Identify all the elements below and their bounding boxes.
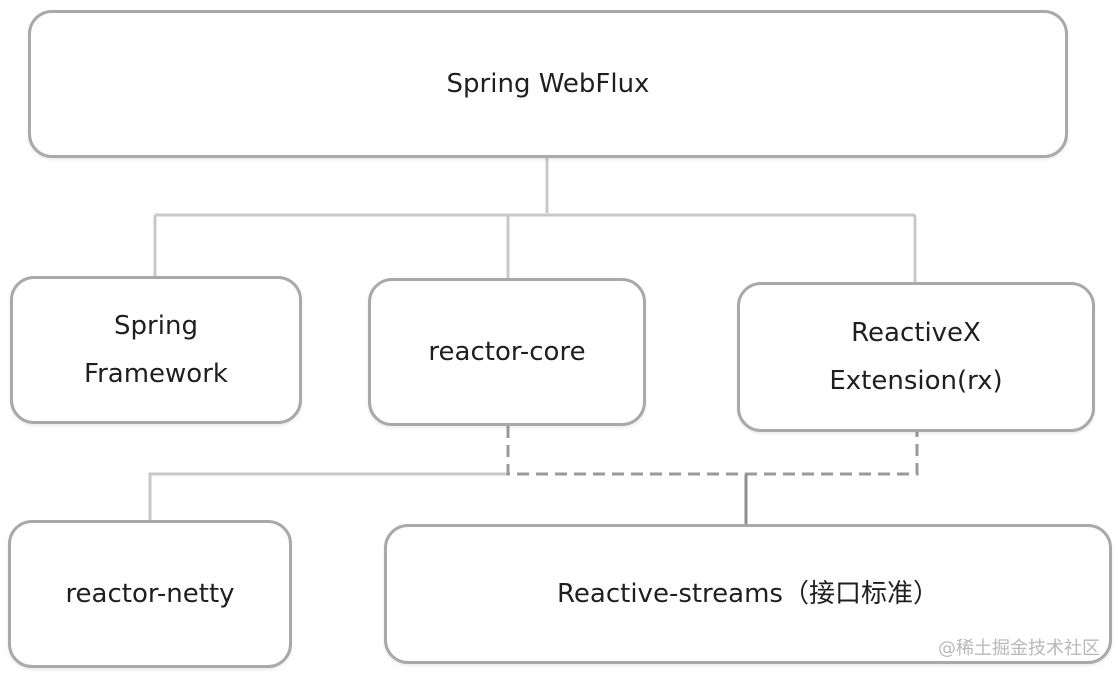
node-spring-webflux: Spring WebFlux: [28, 10, 1068, 158]
node-reactor-netty-label: reactor-netty: [65, 579, 235, 609]
dashed-core-rx: [506, 426, 919, 476]
node-reactive-streams: Reactive-streams（接口标准）: [384, 524, 1112, 664]
node-reactor-netty: reactor-netty: [8, 520, 292, 668]
connector-to-netty: [148, 472, 508, 520]
node-spring-framework: Spring Framework: [10, 276, 302, 424]
node-reactor-core: reactor-core: [368, 278, 646, 426]
node-reactive-streams-label: Reactive-streams（接口标准）: [557, 579, 939, 609]
node-reactivex: ReactiveX Extension(rx): [737, 282, 1095, 432]
node-spring-webflux-label: Spring WebFlux: [446, 69, 650, 99]
node-spring-framework-label: Spring Framework: [84, 311, 228, 389]
node-reactivex-label: ReactiveX Extension(rx): [829, 318, 1003, 396]
watermark: @稀土掘金技术社区: [938, 638, 1100, 659]
node-reactor-core-label: reactor-core: [428, 337, 586, 367]
